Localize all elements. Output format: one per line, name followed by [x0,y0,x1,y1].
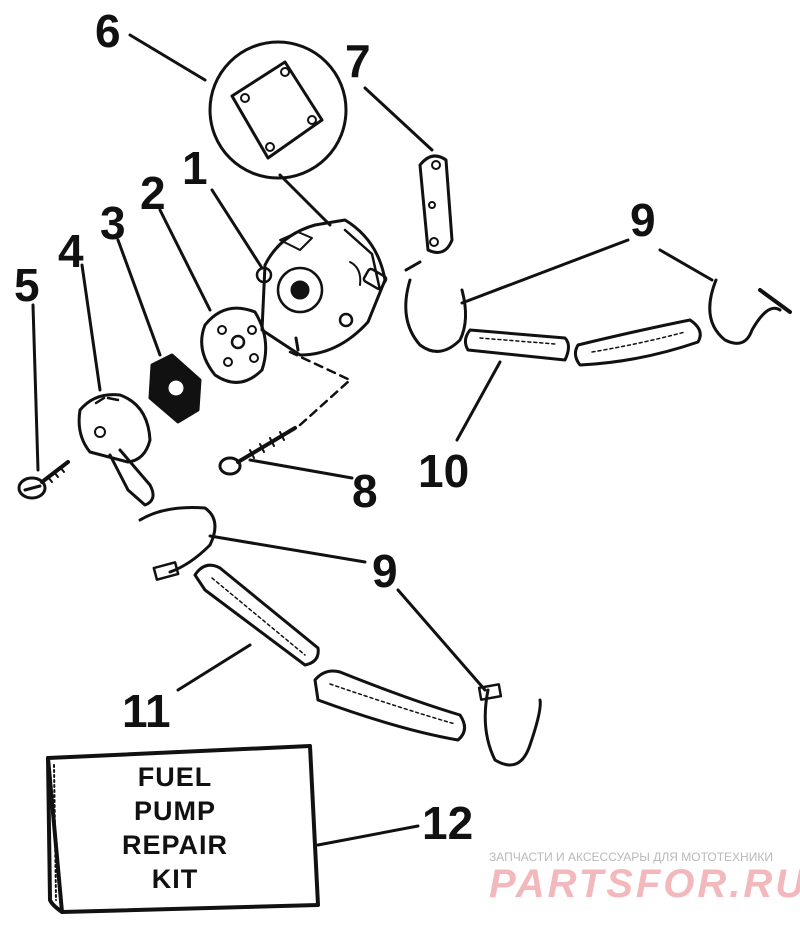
callout-3: 3 [100,197,126,249]
callout-1: 1 [182,142,208,194]
callout-4: 4 [58,225,84,277]
callout-7: 7 [345,35,371,87]
callout-5: 5 [14,259,40,311]
callout-8: 8 [352,465,378,517]
kit-box-label: FUEL PUMP REPAIR KIT [90,760,260,896]
fuel-pump-body [255,218,388,357]
callout-12: 12 [422,797,474,849]
small-screw [17,460,70,500]
fuel-hose-bottom [193,563,466,742]
hose-clamp-bottom-right [477,683,542,767]
long-screw [218,350,352,476]
hose-clamp-top-right [708,278,792,345]
kit-label-line-1: FUEL [137,762,213,792]
fuel-hose-top [463,318,702,367]
leader-lines [31,33,714,847]
pump-cover [77,393,155,507]
watermark-logo: PARTSFOR.RU [489,862,800,906]
diaphragm-part [200,306,268,384]
hose-clamp-bottom-left [138,506,217,581]
inset-gasket-circle [208,40,348,180]
kit-label-line-2: PUMP [133,796,216,826]
callout-6: 6 [95,5,121,57]
bracket-plate [404,154,454,272]
repair-kit-box [46,744,320,914]
callout-9-bottom: 9 [372,545,398,597]
kit-label-line-4: KIT [151,864,199,894]
hose-clamp-top-left [404,278,467,353]
kit-label-line-3: REPAIR [121,830,228,860]
watermark-tagline: ЗАПЧАСТИ И АКСЕССУАРЫ ДЛЯ МОТОТЕХНИКИ [489,850,773,864]
callout-10: 10 [418,445,470,497]
callout-9-top: 9 [630,194,656,246]
callout-11: 11 [122,685,171,737]
callout-2: 2 [140,167,166,219]
valve-plate [148,353,202,424]
